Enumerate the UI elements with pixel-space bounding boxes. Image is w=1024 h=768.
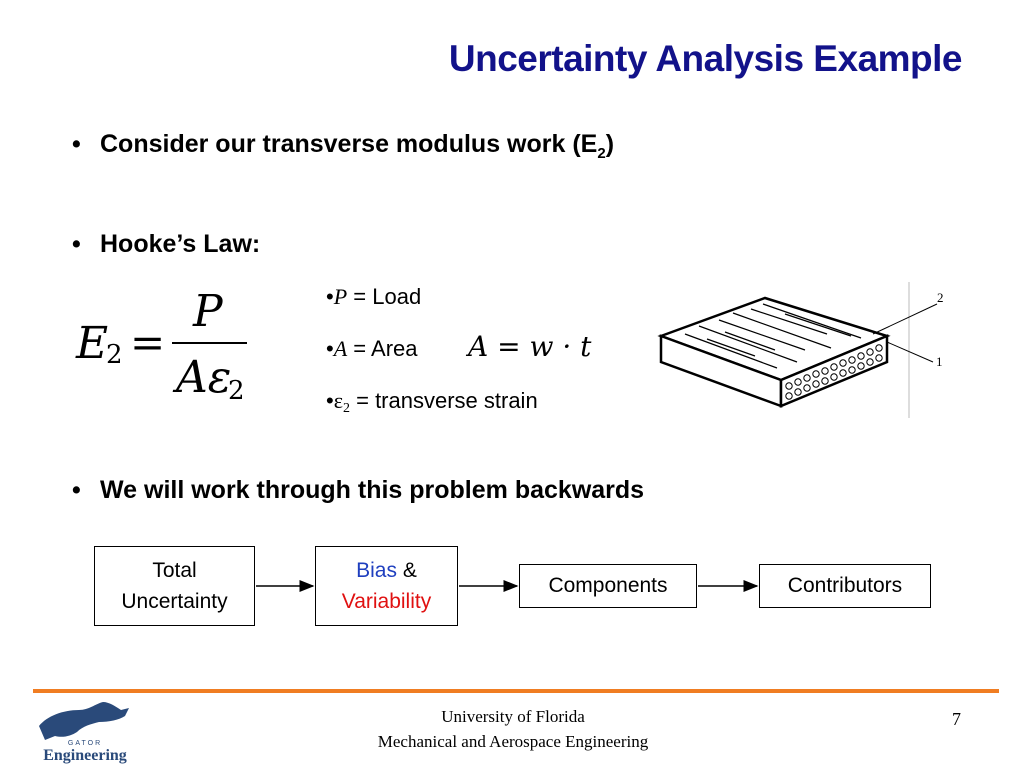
flow-variability-label: Variability — [341, 590, 432, 613]
equation-equals: = — [130, 318, 166, 367]
footer-divider — [33, 689, 999, 693]
equation-denominator-subscript: 2 — [228, 376, 245, 406]
flow-bias-label: Bias — [356, 558, 397, 582]
definition-marker: • — [326, 388, 334, 413]
flow-ampersand: & — [402, 558, 417, 582]
definition-equals: = — [356, 388, 369, 413]
bullet-tail: ) — [605, 130, 615, 158]
bullet-text: Hooke’s Law: — [100, 230, 261, 258]
definition-marker: • — [326, 284, 334, 309]
definition-meaning: Area — [371, 336, 418, 361]
composite-plate-figure: 2 1 — [657, 282, 944, 418]
bullet-marker: • — [72, 476, 81, 504]
page-number: 7 — [952, 709, 961, 729]
equation-numerator: P — [193, 286, 223, 337]
bullet-subscript: 2 — [597, 145, 606, 162]
area-formula: A = w · t — [468, 330, 592, 363]
definition-load: •P = Load — [326, 284, 421, 310]
definition-strain: •ε2 = transverse strain — [326, 388, 538, 417]
equation-lhs: E — [76, 318, 109, 369]
flow-box-bias-variability: Bias & Variability — [315, 546, 458, 626]
footer-university: University of Florida — [441, 707, 585, 726]
definition-meaning: Load — [372, 284, 422, 309]
flow-box-components: Components — [519, 564, 697, 608]
bullet-work-backwards: • We will work through this problem backw… — [72, 476, 644, 505]
slide-title: Uncertainty Analysis Example — [448, 38, 963, 79]
gator-shape — [39, 702, 129, 740]
flow-box-line2: Uncertainty — [121, 590, 228, 613]
equation-lhs-subscript: 2 — [106, 340, 123, 370]
definition-symbol-subscript: 2 — [342, 401, 350, 416]
equation-denominator: Aε — [176, 352, 232, 403]
axis-2-leader — [872, 303, 938, 335]
flow-box-contributors: Contributors — [759, 564, 931, 608]
bullet-marker: • — [72, 130, 81, 158]
plate-side-face — [779, 334, 889, 408]
definition-equals: = — [353, 284, 367, 309]
definition-area: •A = Area — [326, 336, 418, 362]
flow-box-line1: Total — [152, 558, 197, 582]
fiber-lines — [684, 303, 862, 369]
definition-meaning: transverse strain — [375, 388, 538, 413]
logo-engineering-text: Engineering — [43, 747, 127, 764]
bullet-transverse-modulus: • Consider our transverse modulus work (E… — [72, 130, 614, 162]
flow-components-label: Components — [548, 574, 668, 598]
bullet-text: Consider our transverse modulus work (E — [100, 130, 598, 158]
bullet-hookes-law: • Hooke’s Law: — [72, 230, 260, 259]
axis-1-leader — [886, 341, 934, 363]
bullet-text: We will work through this problem backwa… — [100, 476, 645, 504]
logo-gator-text: GATOR — [68, 740, 102, 747]
flow-box-total-uncertainty: Total Uncertainty — [94, 546, 255, 626]
gator-engineering-logo: GATOR Engineering — [39, 702, 129, 764]
fraction-bar — [172, 342, 247, 344]
bullet-marker: • — [72, 230, 81, 258]
definition-symbol: A — [333, 336, 348, 361]
definition-symbol: P — [333, 284, 348, 309]
axis-label-2: 2 — [937, 290, 944, 305]
definition-marker: • — [326, 336, 334, 361]
axis-label-1: 1 — [936, 354, 943, 369]
footer-department: Mechanical and Aerospace Engineering — [377, 732, 649, 751]
definition-equals: = — [353, 336, 367, 361]
flow-contributors-label: Contributors — [787, 574, 903, 598]
definition-symbol: ε — [333, 388, 343, 413]
fiber-cross-sections — [785, 344, 883, 400]
